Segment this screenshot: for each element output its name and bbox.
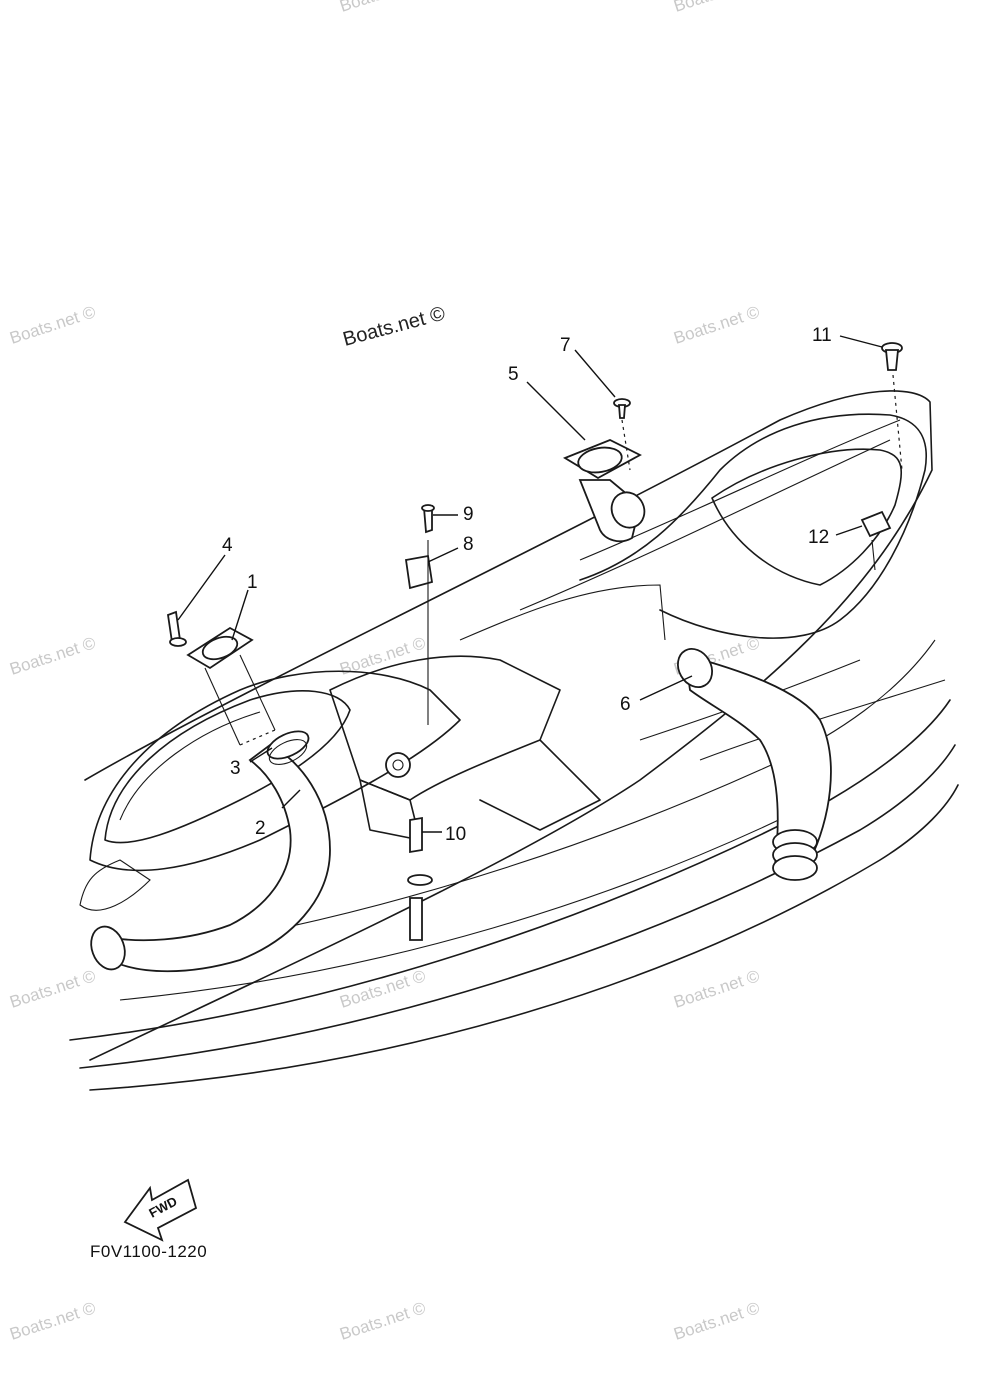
part-4-rivet: [167, 610, 187, 647]
fwd-arrow: FWD: [123, 1178, 198, 1242]
part-5-elbow-duct: [562, 439, 646, 543]
front-deck: [79, 670, 461, 911]
hull-strake-3: [519, 439, 891, 611]
part-2-front-hose: [90, 743, 331, 973]
part-label-8: 8: [463, 534, 474, 555]
part-label-6: 6: [620, 694, 631, 715]
watermark-text: Boats.net ©: [671, 966, 762, 1012]
watermark-grid: Boats.net © Boats.net © Boats.net © Boat…: [7, 0, 762, 1344]
watermark-text: Boats.net ©: [671, 0, 762, 16]
watermark-text: Boats.net ©: [7, 1298, 98, 1344]
part-label-4: 4: [222, 535, 233, 556]
hull-side-2: [79, 744, 956, 1069]
hull-side-1: [69, 699, 951, 1041]
watermark-text: Boats.net ©: [7, 966, 98, 1012]
part-labels: 1 2 3 4 5 6 7 8 9 10 11 12: [222, 325, 832, 845]
center-frame-rail: [459, 584, 666, 641]
bulkhead-port-hole-inner: [392, 759, 404, 771]
part-label-1: 1: [247, 572, 258, 593]
bulkhead-port-hole: [385, 752, 411, 778]
rear-footwell: [711, 448, 902, 586]
part-label-5: 5: [508, 364, 519, 385]
center-bulkhead: [329, 584, 666, 841]
hull-deck-outer: [84, 390, 933, 1061]
part-label-7: 7: [560, 335, 571, 356]
bow-inner: [119, 711, 261, 821]
rear-deck-frame: [579, 413, 927, 639]
watermark-text: Boats.net ©: [337, 1298, 428, 1344]
watermark-text: Boats.net ©: [337, 966, 428, 1012]
part-label-10: 10: [445, 824, 466, 845]
part-7-screw: [613, 398, 631, 471]
part-11-bolt: [881, 342, 903, 471]
part-label-12: 12: [808, 527, 829, 548]
watermark-text: Boats.net ©: [7, 633, 98, 679]
watermark-text: Boats.net ©: [7, 302, 98, 348]
watermark-text: Boats.net ©: [671, 1298, 762, 1344]
part-6-rear-hose: [677, 648, 832, 881]
part-1-duct-flange: [186, 626, 276, 746]
part-10-drain: [407, 816, 433, 941]
part-label-2: 2: [255, 818, 266, 839]
bulkhead-top: [329, 655, 561, 801]
watermark-text: Boats.net ©: [337, 0, 428, 16]
watermark-text: Boats.net ©: [671, 302, 762, 348]
bow-cowl: [89, 670, 461, 872]
bow-tip: [79, 859, 151, 911]
part-9-rivet: [421, 504, 435, 725]
watermark-main: Boats.net ©: [341, 302, 448, 350]
part-12-clip: [860, 510, 892, 571]
diagram-code: F0V1100-1220: [90, 1242, 207, 1261]
callout-leaders: [177, 335, 883, 833]
part-8-grommet: [404, 554, 434, 590]
hull-chine-2: [119, 799, 821, 1001]
part-3-clamp: [266, 730, 310, 765]
part-label-3: 3: [230, 758, 241, 779]
part-label-9: 9: [463, 504, 474, 525]
bow-hatch: [104, 690, 351, 844]
part-label-11: 11: [812, 325, 832, 346]
hull-side-3: [89, 784, 959, 1091]
bulkhead-right: [479, 739, 601, 831]
